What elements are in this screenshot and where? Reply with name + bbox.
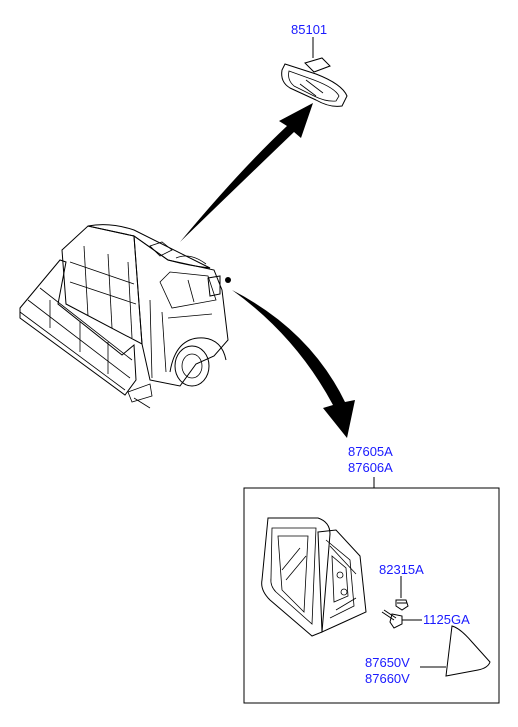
detail-box bbox=[243, 487, 500, 704]
part-label-85101: 85101 bbox=[291, 22, 327, 37]
screw-1125GA[interactable] bbox=[381, 609, 422, 629]
inside-mirror-part[interactable] bbox=[281, 37, 348, 107]
part-label-87605A: 87605A bbox=[348, 444, 393, 459]
part-label-82315A: 82315A bbox=[379, 562, 424, 577]
part-label-87650V: 87650V bbox=[365, 655, 410, 670]
screw-82315A[interactable] bbox=[395, 576, 409, 611]
part-label-1125GA: 1125GA bbox=[423, 612, 470, 627]
part-label-87606A: 87606A bbox=[348, 460, 393, 475]
truck-illustration bbox=[19, 224, 231, 409]
outside-mirror-part[interactable] bbox=[261, 517, 367, 637]
part-label-87660V: 87660V bbox=[365, 671, 410, 686]
garnish-part[interactable] bbox=[420, 625, 491, 677]
upper-arrow bbox=[180, 103, 313, 242]
lower-arrow bbox=[232, 290, 355, 438]
